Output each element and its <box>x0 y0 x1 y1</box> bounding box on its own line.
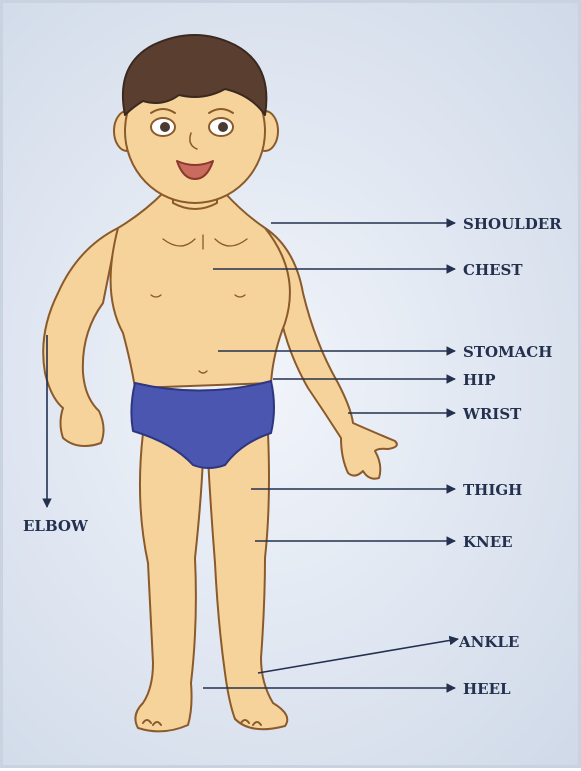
label-shoulder: SHOULDER <box>463 215 562 233</box>
body-parts-diagram: SHOULDER CHEST STOMACH HIP WRIST THIGH K… <box>3 3 581 771</box>
left-arm <box>43 228 118 446</box>
left-leg <box>135 433 203 731</box>
label-wrist: WRIST <box>462 405 522 423</box>
label-elbow: ELBOW <box>23 517 89 535</box>
right-leg <box>208 433 287 729</box>
boy-illustration <box>43 35 397 731</box>
torso <box>111 193 290 388</box>
label-chest: CHEST <box>463 261 523 279</box>
label-thigh: THIGH <box>463 481 522 499</box>
label-knee: KNEE <box>463 533 513 551</box>
label-hip: HIP <box>463 371 495 389</box>
label-ankle: ANKLE <box>458 633 519 651</box>
arrow-ankle <box>258 639 458 673</box>
label-heel: HEEL <box>463 680 511 698</box>
label-stomach: STOMACH <box>463 343 552 361</box>
